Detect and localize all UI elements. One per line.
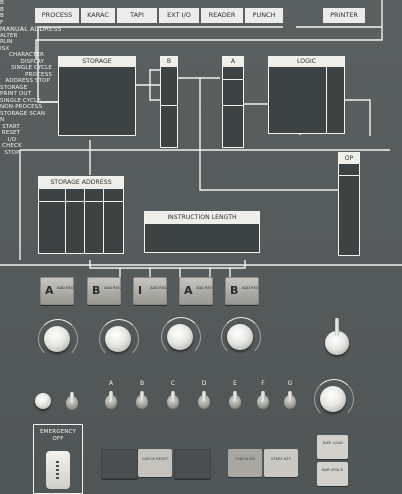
knob-label-4: F <box>0 19 4 26</box>
a-register: A <box>222 56 244 148</box>
mode-label-alter: ALTER <box>0 32 18 39</box>
emergency-off-handle-icon <box>56 461 59 479</box>
right-knob-label: N <box>0 117 5 123</box>
knob-label-2: B <box>0 6 4 13</box>
bottom-button-1[interactable] <box>101 449 138 479</box>
mode-label-single-cycle-non-process: SINGLE CYCLE NON-PROCESS <box>0 97 43 111</box>
right-knob[interactable] <box>320 386 346 412</box>
top-button-tapi[interactable]: TAPI <box>117 8 157 23</box>
knob-dial-ring <box>161 317 201 357</box>
top-button-process[interactable]: PROCESS <box>35 8 79 23</box>
address-select-letter: B <box>92 284 101 297</box>
mode-switch-pointer <box>335 318 339 336</box>
manual-address-knob-1[interactable] <box>44 326 70 352</box>
address-select-letter: A <box>45 284 54 297</box>
mode-label-storage-scan: STORAGE SCAN <box>0 110 46 117</box>
top-button-karac[interactable]: KARAC <box>81 8 115 23</box>
bar-space-label: BAR SPACE <box>321 467 344 472</box>
toggle-switch-d[interactable] <box>198 391 210 411</box>
check-en-label: CHECK EN <box>235 456 255 461</box>
address-select-small: ADD REG <box>57 286 74 290</box>
manual-address-label: MANUAL ADDRESS <box>0 25 62 33</box>
b-register-label: B <box>161 57 177 67</box>
address-select-letter: I <box>138 284 143 297</box>
tape-load-label: TAPE LOAD <box>322 440 343 445</box>
emergency-off-switch[interactable] <box>46 451 70 489</box>
mode-label-storage-print-out: STORAGE PRINT OUT <box>0 84 32 98</box>
address-select-letter: A <box>184 284 193 297</box>
storage-address-label: STORAGE ADDRESS <box>39 177 123 189</box>
bar-space-button[interactable]: BAR SPACE <box>317 462 348 486</box>
top-button-ext-io[interactable]: EXT I/O <box>159 8 199 23</box>
toggle-label-e: E <box>233 380 237 387</box>
check-stop-toggle[interactable] <box>66 392 78 412</box>
toggle-switch-c[interactable] <box>167 391 179 411</box>
knob-dial-ring <box>314 379 354 419</box>
manual-address-knob-3[interactable] <box>167 324 193 350</box>
emergency-off-frame: EMERGENCY OFF <box>33 424 83 494</box>
top-button-printer[interactable]: PRINTER <box>323 8 365 23</box>
check-reset-button[interactable]: CHECK RESET <box>138 449 172 477</box>
op-register: OP <box>338 152 360 256</box>
toggle-label-b: B <box>139 380 145 387</box>
manual-address-knob-2[interactable] <box>105 326 131 352</box>
instruction-length-register: INSTRUCTION LENGTH <box>144 211 260 253</box>
tape-load-button[interactable]: TAPE LOAD <box>317 435 348 459</box>
address-select-small: ADD REG <box>196 286 213 290</box>
knob-dial-ring <box>221 317 261 357</box>
address-select-button-3[interactable]: I ADD REG <box>133 277 167 305</box>
storage-register-label: STORAGE <box>59 57 135 67</box>
emergency-off-label: EMERGENCY OFF <box>40 429 76 442</box>
storage-register: STORAGE <box>58 56 136 136</box>
address-select-small: ADD REG <box>150 286 167 290</box>
storage-address-register: STORAGE ADDRESS <box>38 176 124 254</box>
mode-label-isx: ISX <box>0 45 10 52</box>
toggle-switch-e[interactable] <box>229 391 241 411</box>
toggle-switch-a[interactable] <box>105 391 117 411</box>
manual-address-knob-4[interactable] <box>227 324 253 350</box>
toggle-label-g: G <box>287 380 293 387</box>
toggle-switch-b[interactable] <box>136 391 148 411</box>
knob-dial-ring <box>38 319 78 359</box>
address-select-button-5[interactable]: B ADD REG <box>225 277 259 305</box>
address-select-button-2[interactable]: B ADD REG <box>87 277 121 305</box>
knob-label-3: B <box>0 13 4 19</box>
mode-label-address-stop: ADDRESS STOP <box>5 78 50 84</box>
top-button-reader[interactable]: READER <box>201 8 243 23</box>
toggle-switch-f[interactable] <box>257 391 269 411</box>
b-register: B <box>160 56 178 148</box>
instruction-length-label: INSTRUCTION LENGTH <box>145 212 259 224</box>
address-select-letter: B <box>230 284 239 297</box>
address-select-small: ADD REG <box>104 286 121 290</box>
toggle-switch-g[interactable] <box>284 391 296 411</box>
toggle-label-d: D <box>201 380 207 387</box>
address-select-button-1[interactable]: A ADD REG <box>40 277 74 305</box>
check-stop-label: I/O CHECK STOP <box>2 136 22 156</box>
op-register-label: OP <box>339 153 359 164</box>
top-button-punch[interactable]: PUNCH <box>245 8 283 23</box>
start-reset-label: START RESET <box>1 123 21 137</box>
knob-dial-ring <box>99 319 139 359</box>
start-key-button[interactable]: START KEY <box>264 449 298 477</box>
check-reset-label: CHECK RESET <box>141 456 169 461</box>
logic-register: LOGIC <box>268 56 345 134</box>
check-en-button[interactable]: CHECK EN <box>228 449 262 477</box>
bottom-button-3[interactable] <box>174 449 211 479</box>
toggle-label-a: A <box>108 380 114 387</box>
start-key-label: START KEY <box>270 456 292 461</box>
address-select-button-4[interactable]: A ADD REG <box>179 277 213 305</box>
mode-label-run: RUN <box>0 39 13 45</box>
a-register-label: A <box>223 57 243 67</box>
logic-register-label: LOGIC <box>269 57 344 67</box>
toggle-label-c: C <box>170 380 176 387</box>
mode-label-character-display: CHARACTER DISPLAY <box>9 52 44 65</box>
address-select-small: ADD REG <box>242 286 259 290</box>
toggle-label-f: F <box>261 380 265 387</box>
knob-label-1: B <box>0 0 4 6</box>
start-reset-button[interactable] <box>35 393 51 409</box>
